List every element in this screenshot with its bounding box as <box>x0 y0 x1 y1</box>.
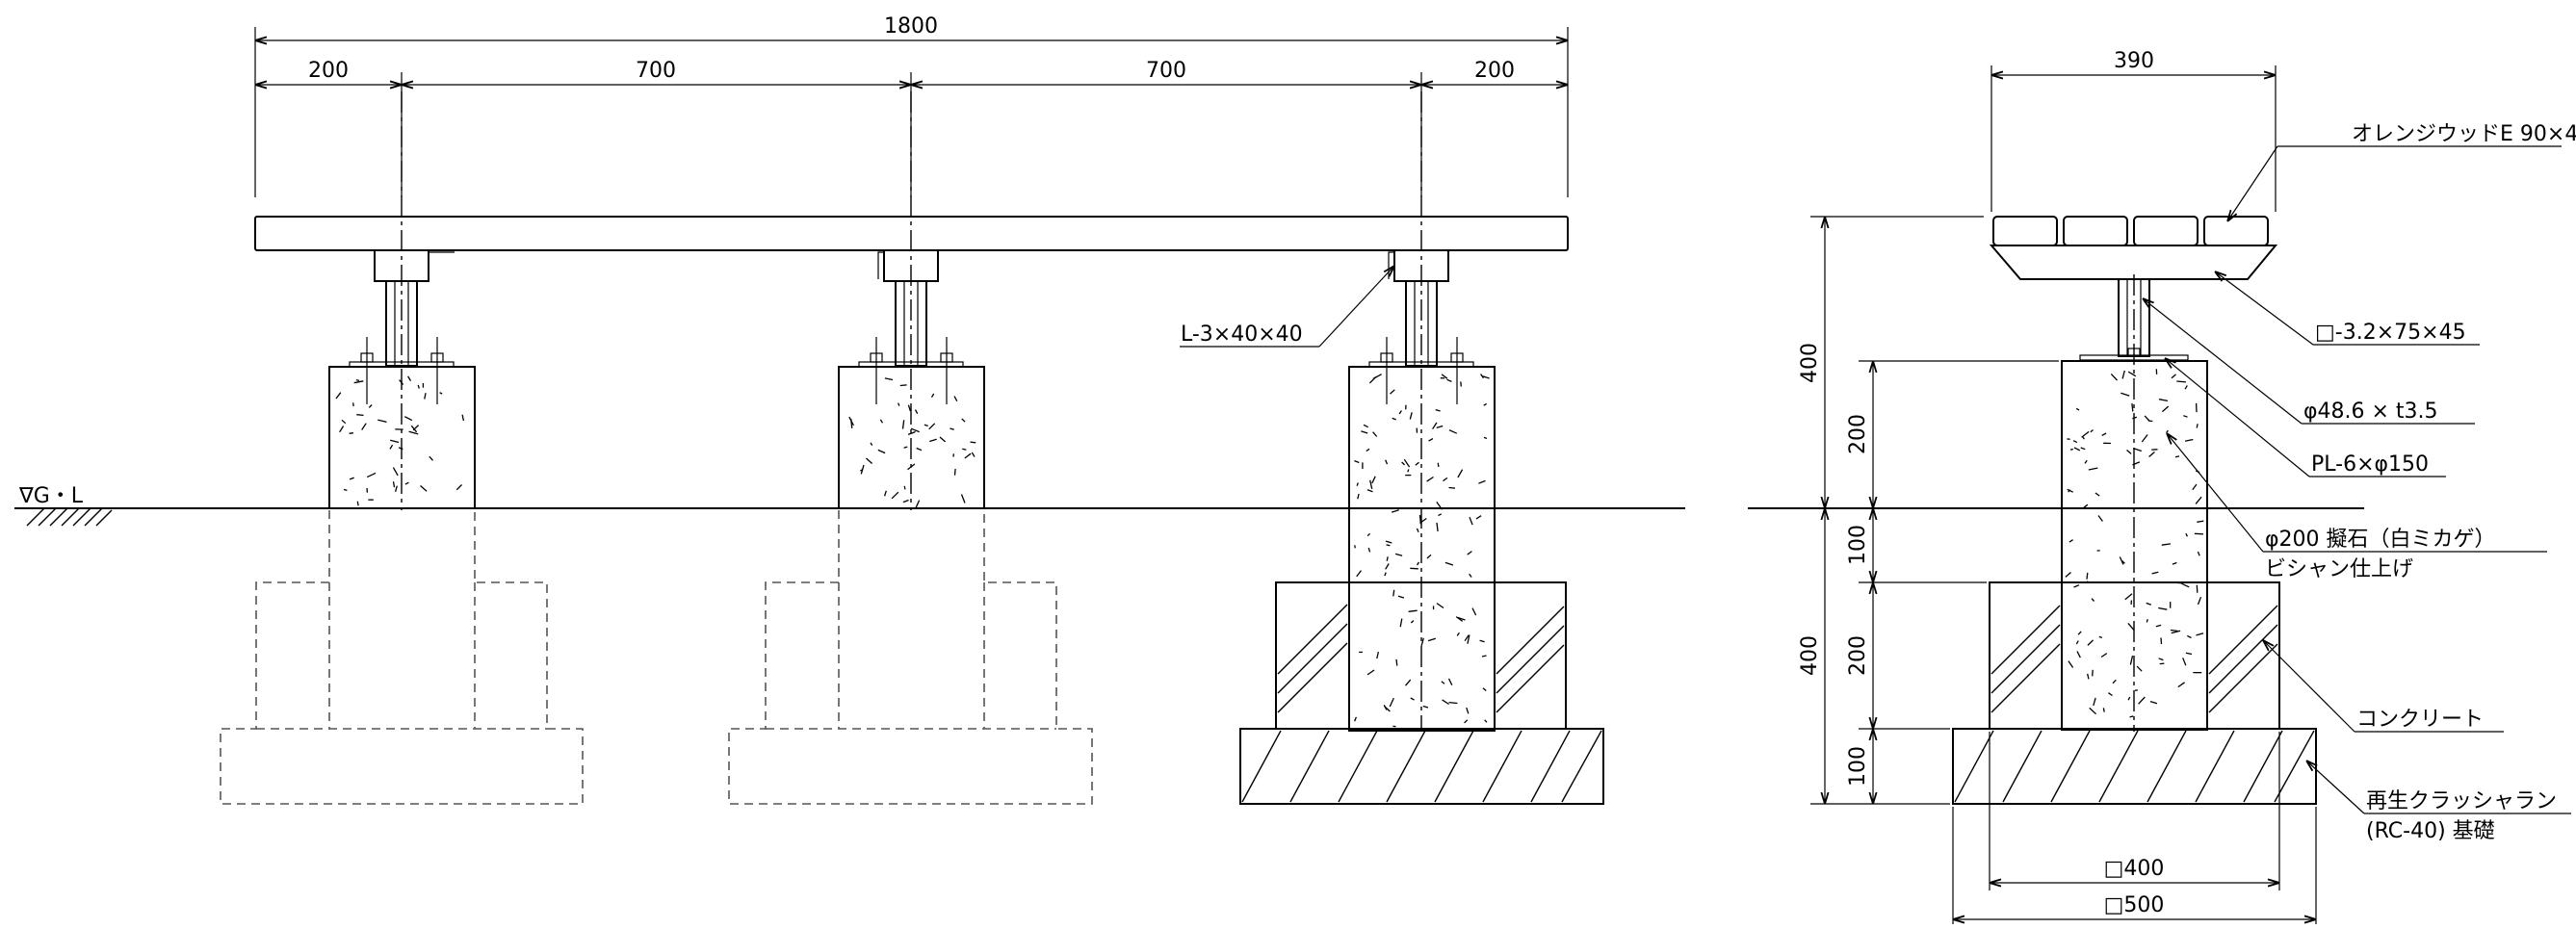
segment-dim-text: 700 <box>1146 59 1186 83</box>
concrete-post-left <box>328 366 476 509</box>
anchor-bolt <box>870 337 953 404</box>
callout-label: 再生クラッシャラン <box>2366 789 2557 813</box>
anchor-bolt <box>360 337 444 404</box>
height-dim-text: 200 <box>1846 635 1870 676</box>
callout-label: オレンジウッドE 90×40 <box>2352 122 2576 146</box>
overall-dim-text: 1800 <box>884 14 938 39</box>
callout-label: ビシャン仕上げ <box>2265 557 2413 581</box>
concrete-post-center <box>838 366 985 509</box>
section-view: 390 <box>1748 49 2576 924</box>
angle-label: L-3×40×40 <box>1181 323 1303 347</box>
callout-label: コンクリート <box>2356 708 2484 732</box>
height-dim-text: 100 <box>1846 525 1870 565</box>
height-dims-outer: 400 400 <box>1798 216 1984 805</box>
segment-dim-text: 200 <box>308 59 349 83</box>
section-callouts: オレンジウッドE 90×40 □-3.2×75×45 φ48.6 × t3.5 … <box>2143 122 2576 843</box>
section-concrete-hatch-left <box>1991 605 2061 713</box>
width-dimension: 390 <box>1991 49 2277 212</box>
section-foundation <box>1952 581 2317 805</box>
callout-label: (RC-40) 基礎 <box>2366 819 2495 843</box>
concrete-hatch-right <box>1496 606 1565 713</box>
base-dim-text: □400 <box>2104 857 2165 881</box>
hidden-foundation-center <box>728 510 1093 805</box>
concrete-post-right <box>1348 366 1496 732</box>
ground-hatch <box>26 507 113 527</box>
height-dim-text: 200 <box>1846 414 1870 454</box>
ground-line: ∇G・L <box>14 484 1685 527</box>
elevation-view: 1800 200 700 700 200 <box>14 14 1685 805</box>
section-crusher-run-hatch <box>1954 730 2315 803</box>
anchor-bolt <box>1380 337 1464 404</box>
base-dim-text: □500 <box>2104 893 2165 917</box>
seat-slats <box>1992 216 2269 246</box>
callout-label: PL-6×φ150 <box>2311 452 2429 477</box>
bench-support-left <box>349 249 455 404</box>
ground-level-label: ∇G・L <box>18 484 84 508</box>
segment-dimensions: 200 700 700 200 <box>255 59 1568 197</box>
center-lines <box>401 91 1422 732</box>
concrete-hatch-left <box>1277 604 1348 713</box>
height-dims-inner: 200 100 200 100 <box>1846 360 2059 804</box>
section-concrete-hatch-right <box>2208 605 2278 713</box>
angle-callout: L-3×40×40 <box>1180 266 1394 348</box>
height-dim-text: 100 <box>1846 746 1870 787</box>
callout-label: □-3.2×75×45 <box>2315 321 2466 345</box>
bench-support-center <box>858 249 964 404</box>
segment-dim-text: 700 <box>636 59 676 83</box>
hidden-foundation-left <box>220 510 584 805</box>
crusher-run-hatch <box>1241 730 1602 803</box>
height-dim-text: 400 <box>1798 343 1822 383</box>
height-dim-text: 400 <box>1798 635 1822 676</box>
width-dim-text: 390 <box>2114 49 2154 73</box>
callout-label: φ48.6 × t3.5 <box>2303 400 2438 424</box>
overall-dimension: 1800 <box>254 14 1569 197</box>
segment-dim-text: 200 <box>1474 59 1515 83</box>
base-width-dims: □400 □500 <box>1952 732 2317 924</box>
foundation-right <box>1239 581 1604 805</box>
callout-label: φ200 擬石（白ミカゲ） <box>2265 528 2496 552</box>
